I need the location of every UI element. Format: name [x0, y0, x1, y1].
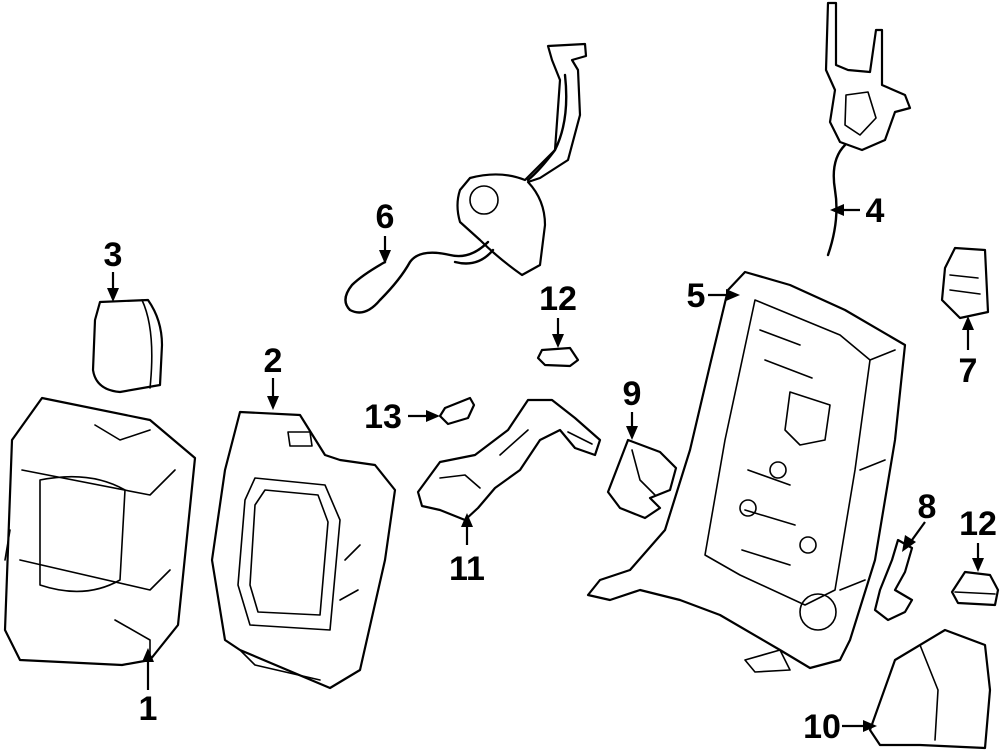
- callout-10: 10: [803, 708, 841, 746]
- callout-labels: 1 2 3 4 5 6 7 8 9 10 11 12 12 13: [104, 192, 997, 746]
- part-12-block-lower: [950, 570, 1000, 607]
- callout-4: 4: [866, 192, 885, 230]
- part-12-pad-upper: [536, 346, 580, 368]
- callout-3: 3: [104, 236, 123, 274]
- part-10-side-cover: [868, 628, 992, 750]
- part-13-clip: [438, 396, 476, 426]
- callout-2: 2: [264, 342, 283, 380]
- callout-5: 5: [687, 277, 706, 315]
- part-9-clip: [606, 438, 678, 520]
- part-6-cable-assembly: [344, 42, 588, 314]
- callout-7: 7: [959, 352, 978, 390]
- callout-12-lower: 12: [959, 505, 997, 543]
- callout-13: 13: [364, 398, 402, 436]
- callout-8: 8: [918, 488, 937, 526]
- part-5-seat-back-frame: [586, 270, 907, 673]
- part-4-latch-cable: [824, 1, 912, 257]
- callout-1: 1: [139, 690, 158, 728]
- part-1-seat-back-cover: [3, 396, 197, 667]
- part-7-bracket: [940, 246, 990, 320]
- callout-9: 9: [623, 375, 642, 413]
- part-8-bracket: [873, 538, 914, 622]
- part-2-seat-back-panel: [210, 410, 397, 690]
- callout-11: 11: [449, 550, 485, 588]
- part-3-headrest: [91, 298, 164, 394]
- callout-6: 6: [376, 198, 395, 236]
- callout-12-upper: 12: [539, 280, 577, 318]
- leader-lines: [107, 204, 984, 732]
